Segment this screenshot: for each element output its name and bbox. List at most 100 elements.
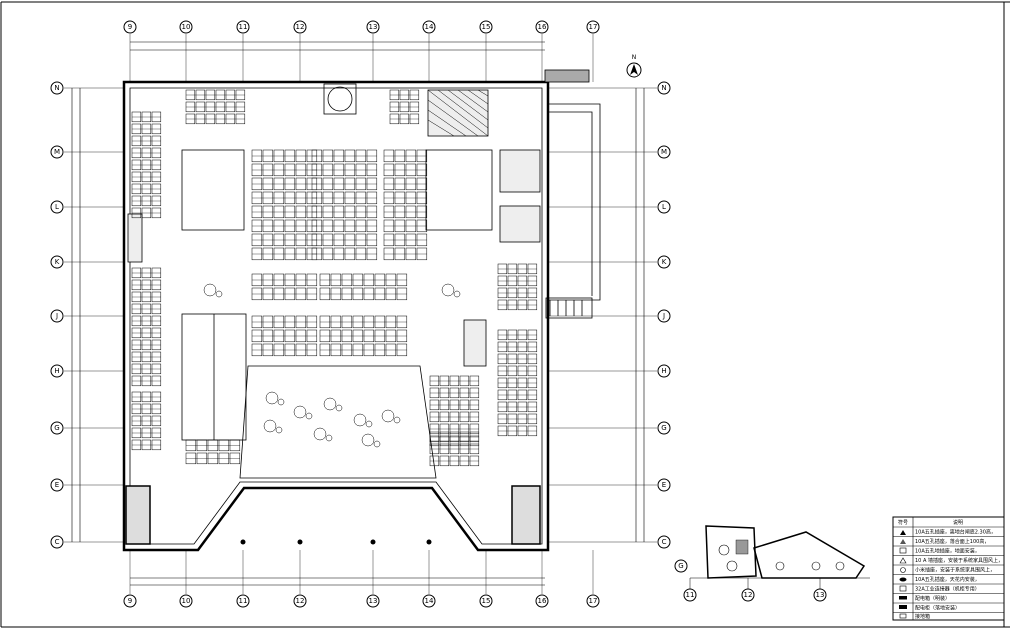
north-label: N [632, 54, 637, 61]
legend-item: 10 A 墙插座，安装于系统家具围风上， [915, 557, 1003, 564]
inset-detail-plan [689, 525, 870, 590]
grid-label: 12 [296, 597, 305, 605]
grid-label: 10 [182, 23, 191, 31]
inset-column-bubble: 13 [813, 588, 827, 602]
grid-label: G [678, 562, 683, 570]
grid-label: G [54, 424, 59, 432]
grid-label: L [55, 203, 59, 211]
grid-label: E [55, 481, 59, 489]
lounge-seating [365, 420, 373, 428]
grid-label: 11 [686, 591, 695, 599]
inset-row-bubble: G [674, 559, 688, 573]
grid-label: E [662, 481, 666, 489]
socket-desk-icon [900, 539, 906, 544]
grid-lines [64, 34, 657, 594]
legend-item: 10A五孔插座，落合面上100高， [915, 538, 989, 545]
grid-label: M [54, 148, 60, 156]
exterior-structures [544, 69, 601, 319]
grid-label: N [54, 84, 59, 92]
grid-column-bubbles-bottom: 9 10 11 12 13 14 15 16 17 [123, 594, 600, 608]
grid-label: 17 [589, 597, 598, 605]
legend-symbols [899, 530, 907, 619]
grid-label: 13 [369, 597, 378, 605]
building-outline [122, 80, 550, 552]
grid-label: 14 [425, 597, 434, 605]
lounge-seating [313, 427, 327, 441]
lounge-seating [373, 440, 381, 448]
grid-label: C [55, 538, 60, 546]
grid-label: 15 [482, 597, 491, 605]
grid-label: C [662, 538, 667, 546]
grid-label: 13 [369, 23, 378, 31]
building-cores [125, 83, 541, 545]
socket-wall-icon [900, 530, 906, 535]
grid-label: J [662, 312, 665, 320]
lounge-seating [265, 391, 279, 405]
inset-column-bubble: 12 [741, 588, 755, 602]
lounge-seating [323, 397, 337, 411]
lounge-seating [293, 405, 307, 419]
distribution-cabinet-icon [899, 605, 907, 609]
grid-label: 14 [425, 23, 434, 31]
grid-row-bubbles-left: N M L K J H G E C [50, 81, 64, 549]
grid-label: K [55, 258, 60, 266]
lounge-seating [277, 398, 285, 406]
lounge-seating [325, 434, 333, 442]
grid-label: N [661, 84, 666, 92]
grid-label: 9 [128, 23, 132, 31]
legend-item: 配电箱（明装） [915, 595, 950, 602]
grid-row-bubbles-right: N M L K J H G E C [657, 81, 671, 549]
legend-item: 10A五孔插座，天花内安装， [915, 576, 980, 583]
workstation-desks [131, 89, 538, 467]
grid-label: 15 [482, 23, 491, 31]
grid-label: 9 [128, 597, 132, 605]
grid-label: M [661, 148, 667, 156]
grid-label: 10 [182, 597, 191, 605]
legend-item: 10A五孔插座，离地台闸底2.30高， [915, 529, 996, 536]
inset-column-bubble: 11 [683, 588, 697, 602]
grid-label: H [661, 367, 666, 375]
lounge-seating [441, 283, 455, 297]
lounge-seating [275, 426, 283, 434]
legend-item: 接地箱 [915, 613, 930, 620]
lounge-seating [353, 413, 367, 427]
distribution-box-icon [899, 596, 907, 600]
grid-label: 13 [816, 591, 825, 599]
lounge-seating [215, 290, 223, 298]
floor-socket-icon [899, 547, 907, 554]
lounge-seating [335, 404, 343, 412]
legend-header-description: 说明 [953, 519, 963, 526]
lounge-seating [453, 290, 461, 298]
dimension-lines [71, 41, 645, 586]
grounding-box-icon [899, 613, 907, 619]
mini-socket-icon [900, 567, 906, 573]
furniture-socket-icon [899, 557, 907, 564]
lounge-seating [361, 433, 375, 447]
lounge-seating [305, 412, 313, 420]
grid-label: L [662, 203, 666, 211]
legend-item: 10A五孔地插座，地面安装， [915, 548, 980, 555]
ceiling-socket-icon [899, 577, 907, 582]
industrial-connector-icon [899, 585, 907, 592]
legend-item: 小米插座，安装于系统家具围风上， [915, 567, 995, 574]
grid-label: J [55, 312, 58, 320]
legend-item: 32A工业连接器（机柜专用） [915, 586, 980, 593]
lounge-seating [263, 419, 277, 433]
grid-label: H [54, 367, 59, 375]
lounge-seating [381, 409, 395, 423]
grid-label: 11 [239, 597, 248, 605]
grid-label: 11 [239, 23, 248, 31]
lounge-seating [203, 283, 217, 297]
grid-label: 17 [589, 23, 598, 31]
lounge-seating [393, 416, 401, 424]
legend-table: 符号 说明 10A五孔插座，离地台闸底2.30高， 10A五孔插座，落合面上10… [892, 516, 1005, 621]
grid-label: K [662, 258, 667, 266]
legend-item: 配电柜（落地安装） [915, 605, 960, 612]
legend-header-symbol: 符号 [898, 519, 908, 526]
grid-label: 16 [538, 597, 547, 605]
grid-label: 16 [538, 23, 547, 31]
grid-column-bubbles-top: 9 10 11 12 13 14 15 16 17 [123, 20, 600, 34]
north-arrow-icon: N [626, 54, 642, 78]
column-markers [240, 539, 432, 545]
